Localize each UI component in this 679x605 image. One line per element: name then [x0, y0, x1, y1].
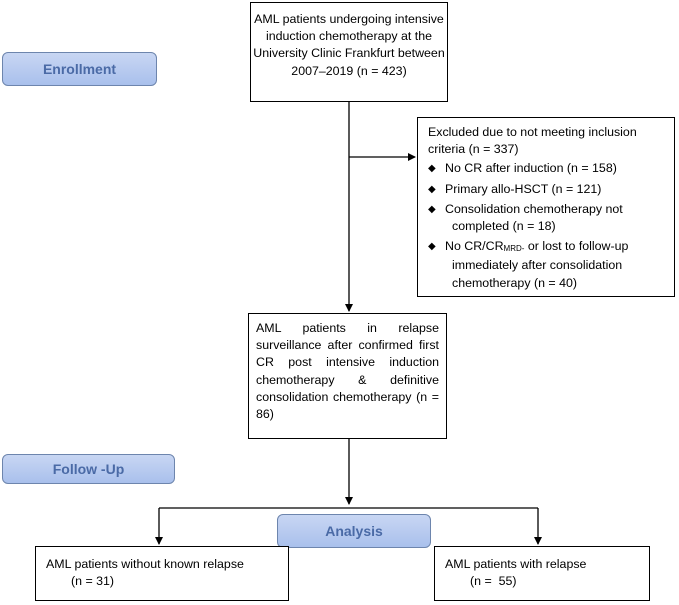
exclusion-box: Excluded due to not meeting inclusion cr… — [417, 117, 675, 297]
stage-follow-up-text: Follow -Up — [52, 461, 125, 477]
exclusion-item-no-cr: ◆ No CR after induction (n = 158) — [428, 160, 664, 177]
outcome-box-no-relapse: AML patients without known relapse (n = … — [35, 546, 289, 601]
diamond-bullet-icon: ◆ — [428, 203, 436, 215]
stage-enrollment-text: Enrollment — [42, 61, 117, 77]
diamond-bullet-icon: ◆ — [428, 241, 436, 253]
exclusion-heading: Excluded due to not meeting inclusion cr… — [428, 125, 637, 157]
enrollment-text: AML patients undergoing intensive induct… — [253, 12, 445, 78]
exclusion-item-text: Primary allo-HSCT (n = 121) — [445, 181, 602, 196]
exclusion-item-text: No CR/CR — [445, 239, 504, 254]
enrollment-box: AML patients undergoing intensive induct… — [250, 2, 448, 102]
surveillance-box: AML patients in relapse surveillance aft… — [248, 313, 447, 439]
exclusion-item-text: Consolidation chemotherapy not — [445, 201, 623, 216]
exclusion-item-text: or lost to follow-up — [524, 239, 629, 254]
outcome-relapse-count: (n = 55) — [470, 574, 517, 589]
stage-analysis-text: Analysis — [325, 523, 383, 539]
exclusion-list: ◆ No CR after induction (n = 158) ◆ Prim… — [428, 160, 664, 291]
outcome-box-relapse: AML patients with relapse (n = 55) — [434, 546, 650, 601]
stage-label-analysis: Analysis — [277, 514, 431, 548]
stage-label-follow-up: Follow -Up — [2, 454, 175, 484]
diamond-bullet-icon: ◆ — [428, 163, 436, 175]
outcome-relapse-label: AML patients with relapse — [445, 557, 587, 571]
exclusion-item-consolidation: ◆ Consolidation chemotherapy not complet… — [428, 201, 664, 235]
outcome-no-relapse-label: AML patients without known relapse — [46, 557, 244, 571]
exclusion-item-text: No CR after induction (n = 158) — [445, 161, 617, 176]
outcome-no-relapse-count: (n = 31) — [71, 574, 115, 589]
exclusion-item-text-cont: chemotherapy (n = 40) — [452, 275, 578, 290]
exclusion-item-primary-hsct: ◆ Primary allo-HSCT (n = 121) — [428, 181, 664, 198]
surveillance-text: AML patients in relapse surveillance aft… — [256, 321, 439, 422]
diamond-bullet-icon: ◆ — [428, 183, 436, 195]
exclusion-item-text-cont: completed (n = 18) — [452, 219, 556, 234]
exclusion-item-lost-follow-up: ◆ No CR/CRMRD- or lost to follow-up imme… — [428, 238, 664, 292]
exclusion-item-text-cont: immediately after consolidation — [452, 258, 623, 273]
stage-label-enrollment: Enrollment — [2, 52, 157, 86]
mrd-subscript: MRD- — [503, 244, 525, 254]
